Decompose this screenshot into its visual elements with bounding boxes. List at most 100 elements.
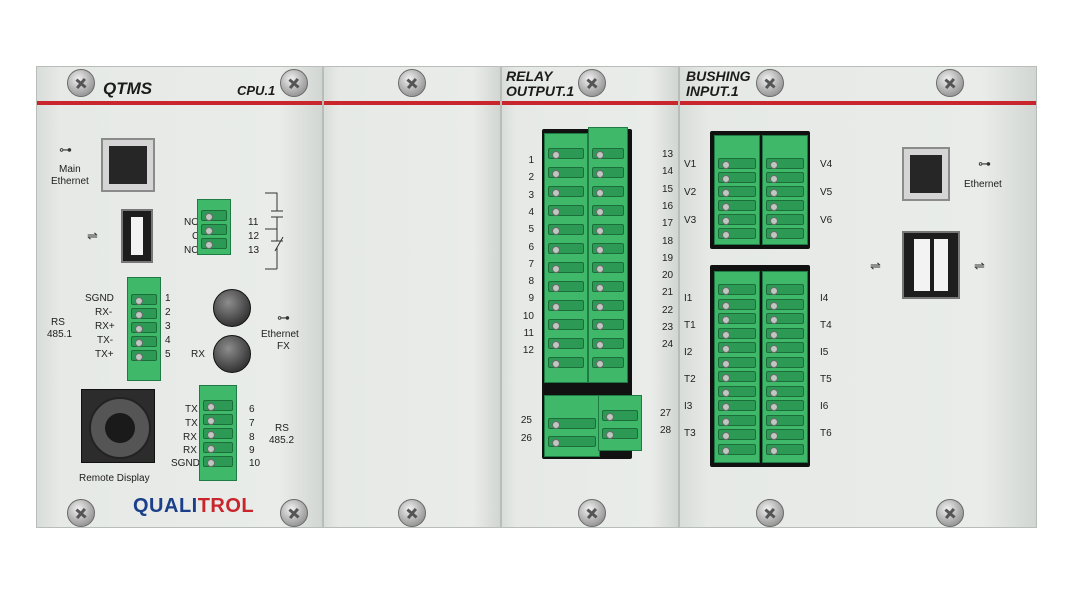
- rs485-1-terminal-block[interactable]: [127, 277, 161, 381]
- panel-screw: [578, 499, 606, 527]
- relay-terminal-number: 23: [662, 322, 674, 333]
- voltage-terminal-block-left[interactable]: [714, 135, 760, 245]
- relay-terminal-number: 9: [528, 293, 534, 305]
- relay-terminal-block-left[interactable]: [544, 133, 588, 383]
- usb-icon: ⇌: [974, 258, 985, 273]
- logo-part: TROL: [197, 495, 255, 517]
- panel-screw: [280, 499, 308, 527]
- network-icon: ⊶: [277, 310, 290, 325]
- panel-screw: [398, 499, 426, 527]
- relay-signal-label: C: [192, 231, 200, 242]
- relay-signal-label: NC: [184, 245, 199, 256]
- relay-terminal-number: 21: [662, 287, 674, 299]
- dual-usb-port[interactable]: [902, 231, 960, 299]
- panel-screw: [756, 69, 784, 97]
- relay-terminal-number: 12: [248, 231, 260, 242]
- rs485-1-label: 485.1: [47, 329, 73, 340]
- logo-part: QUALI: [133, 495, 198, 517]
- input-channel-label: I2: [684, 347, 693, 358]
- cpu-module-panel: QTMS CPU.1 ⊶ Main Ethernet ⇌ NO C NC 11 …: [36, 66, 323, 528]
- relay-terminal-number: 11: [248, 217, 259, 228]
- remote-display-label: Remote Display: [79, 473, 150, 484]
- rs485-2-signal: TX: [185, 418, 198, 429]
- rs485-2-number: 10: [249, 458, 261, 469]
- relay-terminal-number: 5: [528, 224, 534, 236]
- input-terminal-block-left[interactable]: [714, 271, 760, 463]
- relay-terminal-number: 7: [528, 258, 534, 270]
- input-channel-label: T1: [684, 320, 696, 331]
- relay-terminal-block-right[interactable]: [588, 127, 628, 383]
- panel-screw: [67, 499, 95, 527]
- ethernet-label: Ethernet: [964, 179, 1002, 190]
- voltage-label: V4: [820, 159, 833, 170]
- main-ethernet-label: Main: [59, 164, 81, 175]
- red-stripe: [680, 101, 1036, 105]
- relay-terminal-block-bottom-right[interactable]: [598, 395, 642, 451]
- module-title: CPU.1: [237, 83, 276, 98]
- relay-terminal-number: 18: [662, 235, 674, 247]
- relay-terminal-number: 27: [660, 408, 672, 419]
- brand-title: QTMS: [103, 79, 153, 98]
- ethernet-fx-label: FX: [277, 341, 290, 352]
- usb-icon: ⇌: [87, 228, 98, 243]
- relay-terminal-number: 8: [528, 276, 534, 288]
- rs485-1-signal: RX-: [95, 307, 113, 318]
- input-channel-label: I6: [820, 401, 829, 412]
- relay-terminal-number: 17: [662, 218, 674, 230]
- relay-terminal-number: 16: [662, 200, 674, 212]
- red-stripe: [324, 101, 500, 105]
- panel-screw: [280, 69, 308, 97]
- rs485-2-number: 8: [249, 432, 255, 443]
- relay-terminal-number: 12: [522, 345, 534, 357]
- input-terminal-block-right[interactable]: [762, 271, 808, 463]
- fiber-tx-port[interactable]: [213, 289, 251, 327]
- main-ethernet-label: Ethernet: [51, 176, 89, 187]
- rs485-1-number: 2: [165, 307, 171, 318]
- relay-terminal-number: 2: [528, 172, 534, 184]
- rs485-2-number: 6: [249, 404, 255, 415]
- relay-terminal-number: 11: [523, 328, 534, 339]
- relay-terminal-number: 3: [528, 189, 534, 201]
- rs485-2-terminal-block[interactable]: [199, 385, 237, 481]
- relay-output-title: RELAY: [506, 68, 553, 84]
- rs485-1-number: 3: [165, 321, 171, 332]
- rs485-1-signal: RX+: [95, 321, 115, 332]
- relay-terminal-number: 1: [528, 155, 534, 166]
- relay-terminal-block[interactable]: [197, 199, 231, 255]
- rs485-2-signal: RX: [183, 432, 197, 443]
- rs485-2-signal: TX: [185, 404, 198, 415]
- relay-terminal-block-bottom-left[interactable]: [544, 395, 600, 457]
- relay-terminal-number: 24: [662, 339, 674, 351]
- bushing-input-title: INPUT.1: [686, 83, 739, 99]
- fiber-rx-port[interactable]: [213, 335, 251, 373]
- panel-screw: [756, 499, 784, 527]
- rs485-1-label: RS: [51, 317, 65, 328]
- rs485-2-number: 7: [249, 418, 255, 429]
- voltage-label: V6: [820, 215, 833, 226]
- main-ethernet-port[interactable]: [101, 138, 155, 192]
- relay-terminal-number: 26: [520, 433, 532, 444]
- relay-terminal-number: 13: [248, 245, 260, 256]
- relay-terminal-number: 15: [662, 183, 674, 195]
- panel-screw: [936, 69, 964, 97]
- remote-display-connector[interactable]: [81, 389, 155, 463]
- input-channel-label: T5: [820, 374, 832, 385]
- input-channel-label: T2: [684, 374, 696, 385]
- rs485-1-number: 1: [165, 293, 171, 304]
- relay-contact-symbol: [265, 192, 284, 270]
- rs485-1-signal: TX+: [95, 349, 114, 360]
- voltage-terminal-block-right[interactable]: [762, 135, 808, 245]
- usb-port[interactable]: [121, 209, 153, 263]
- ethernet-port[interactable]: [902, 147, 950, 201]
- voltage-label: V2: [684, 187, 697, 198]
- rs485-1-number: 4: [165, 335, 171, 346]
- network-icon: ⊶: [59, 142, 72, 157]
- relay-terminal-number: 20: [662, 270, 674, 282]
- input-channel-label: I3: [684, 401, 693, 412]
- panel-screw: [936, 499, 964, 527]
- relay-terminal-number: 6: [528, 241, 534, 253]
- input-channel-label: T4: [820, 320, 832, 331]
- rs485-2-label: RS: [275, 423, 289, 434]
